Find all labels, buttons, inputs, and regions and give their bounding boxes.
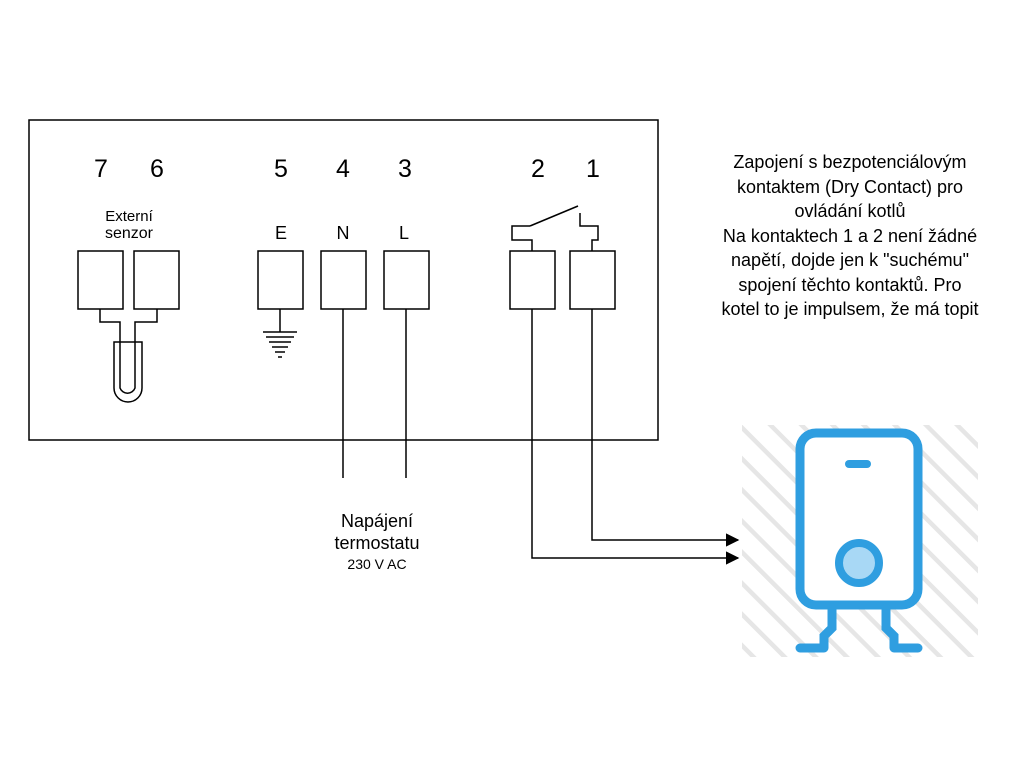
terminal-4-block <box>320 250 367 310</box>
terminal-number-6: 6 <box>150 155 164 183</box>
terminal-3-block <box>383 250 430 310</box>
note-line-4: Na kontaktech 1 a 2 není žádné <box>722 225 978 246</box>
terminal-number-1: 1 <box>586 155 600 183</box>
power-supply-label-line2: termostatu <box>334 533 420 553</box>
note-line-2: kontaktem (Dry Contact) pro <box>736 176 964 197</box>
terminal-number-3: 3 <box>398 155 412 183</box>
dry-contact-note: Zapojení s bezpotenciálovým kontaktem (D… <box>690 150 1010 322</box>
neutral-label: N <box>336 223 350 243</box>
boiler-icon <box>795 428 923 653</box>
external-sensor-label-line1: Externí <box>105 208 153 225</box>
note-line-5: napětí, dojde jen k "suchému" <box>731 250 969 270</box>
external-sensor-label: Externí senzor <box>105 208 153 242</box>
relay-contact-symbol <box>511 205 599 251</box>
terminal-1-block <box>569 250 616 310</box>
terminal-7-block <box>77 250 124 310</box>
note-line-6: spojení těchto kontaktů. Pro <box>738 274 962 295</box>
live-label: L <box>398 223 410 243</box>
external-sensor-label-line2: senzor <box>104 225 154 242</box>
power-supply-label-line1: Napájení <box>340 511 414 531</box>
terminal-6-block <box>133 250 180 310</box>
ground-symbol <box>263 309 297 358</box>
note-line-7: kotel to je impulsem, že má topit <box>721 299 979 319</box>
power-supply-label: Napájení termostatu 230 V AC <box>334 510 419 574</box>
terminal-number-2: 2 <box>531 155 545 183</box>
terminal-2-block <box>509 250 556 310</box>
terminal-5-block <box>257 250 304 310</box>
contact-2-wire <box>531 309 740 565</box>
terminal-number-7: 7 <box>94 155 108 183</box>
terminal-number-5: 5 <box>274 155 288 183</box>
earth-label: E <box>274 223 288 243</box>
note-line-1: Zapojení s bezpotenciálovým <box>733 152 967 172</box>
contact-1-wire <box>591 309 740 547</box>
note-line-3: ovládání kotlů <box>794 201 906 221</box>
power-supply-voltage: 230 V AC <box>347 556 407 572</box>
temperature-probe <box>99 309 158 403</box>
terminal-number-4: 4 <box>336 155 350 183</box>
